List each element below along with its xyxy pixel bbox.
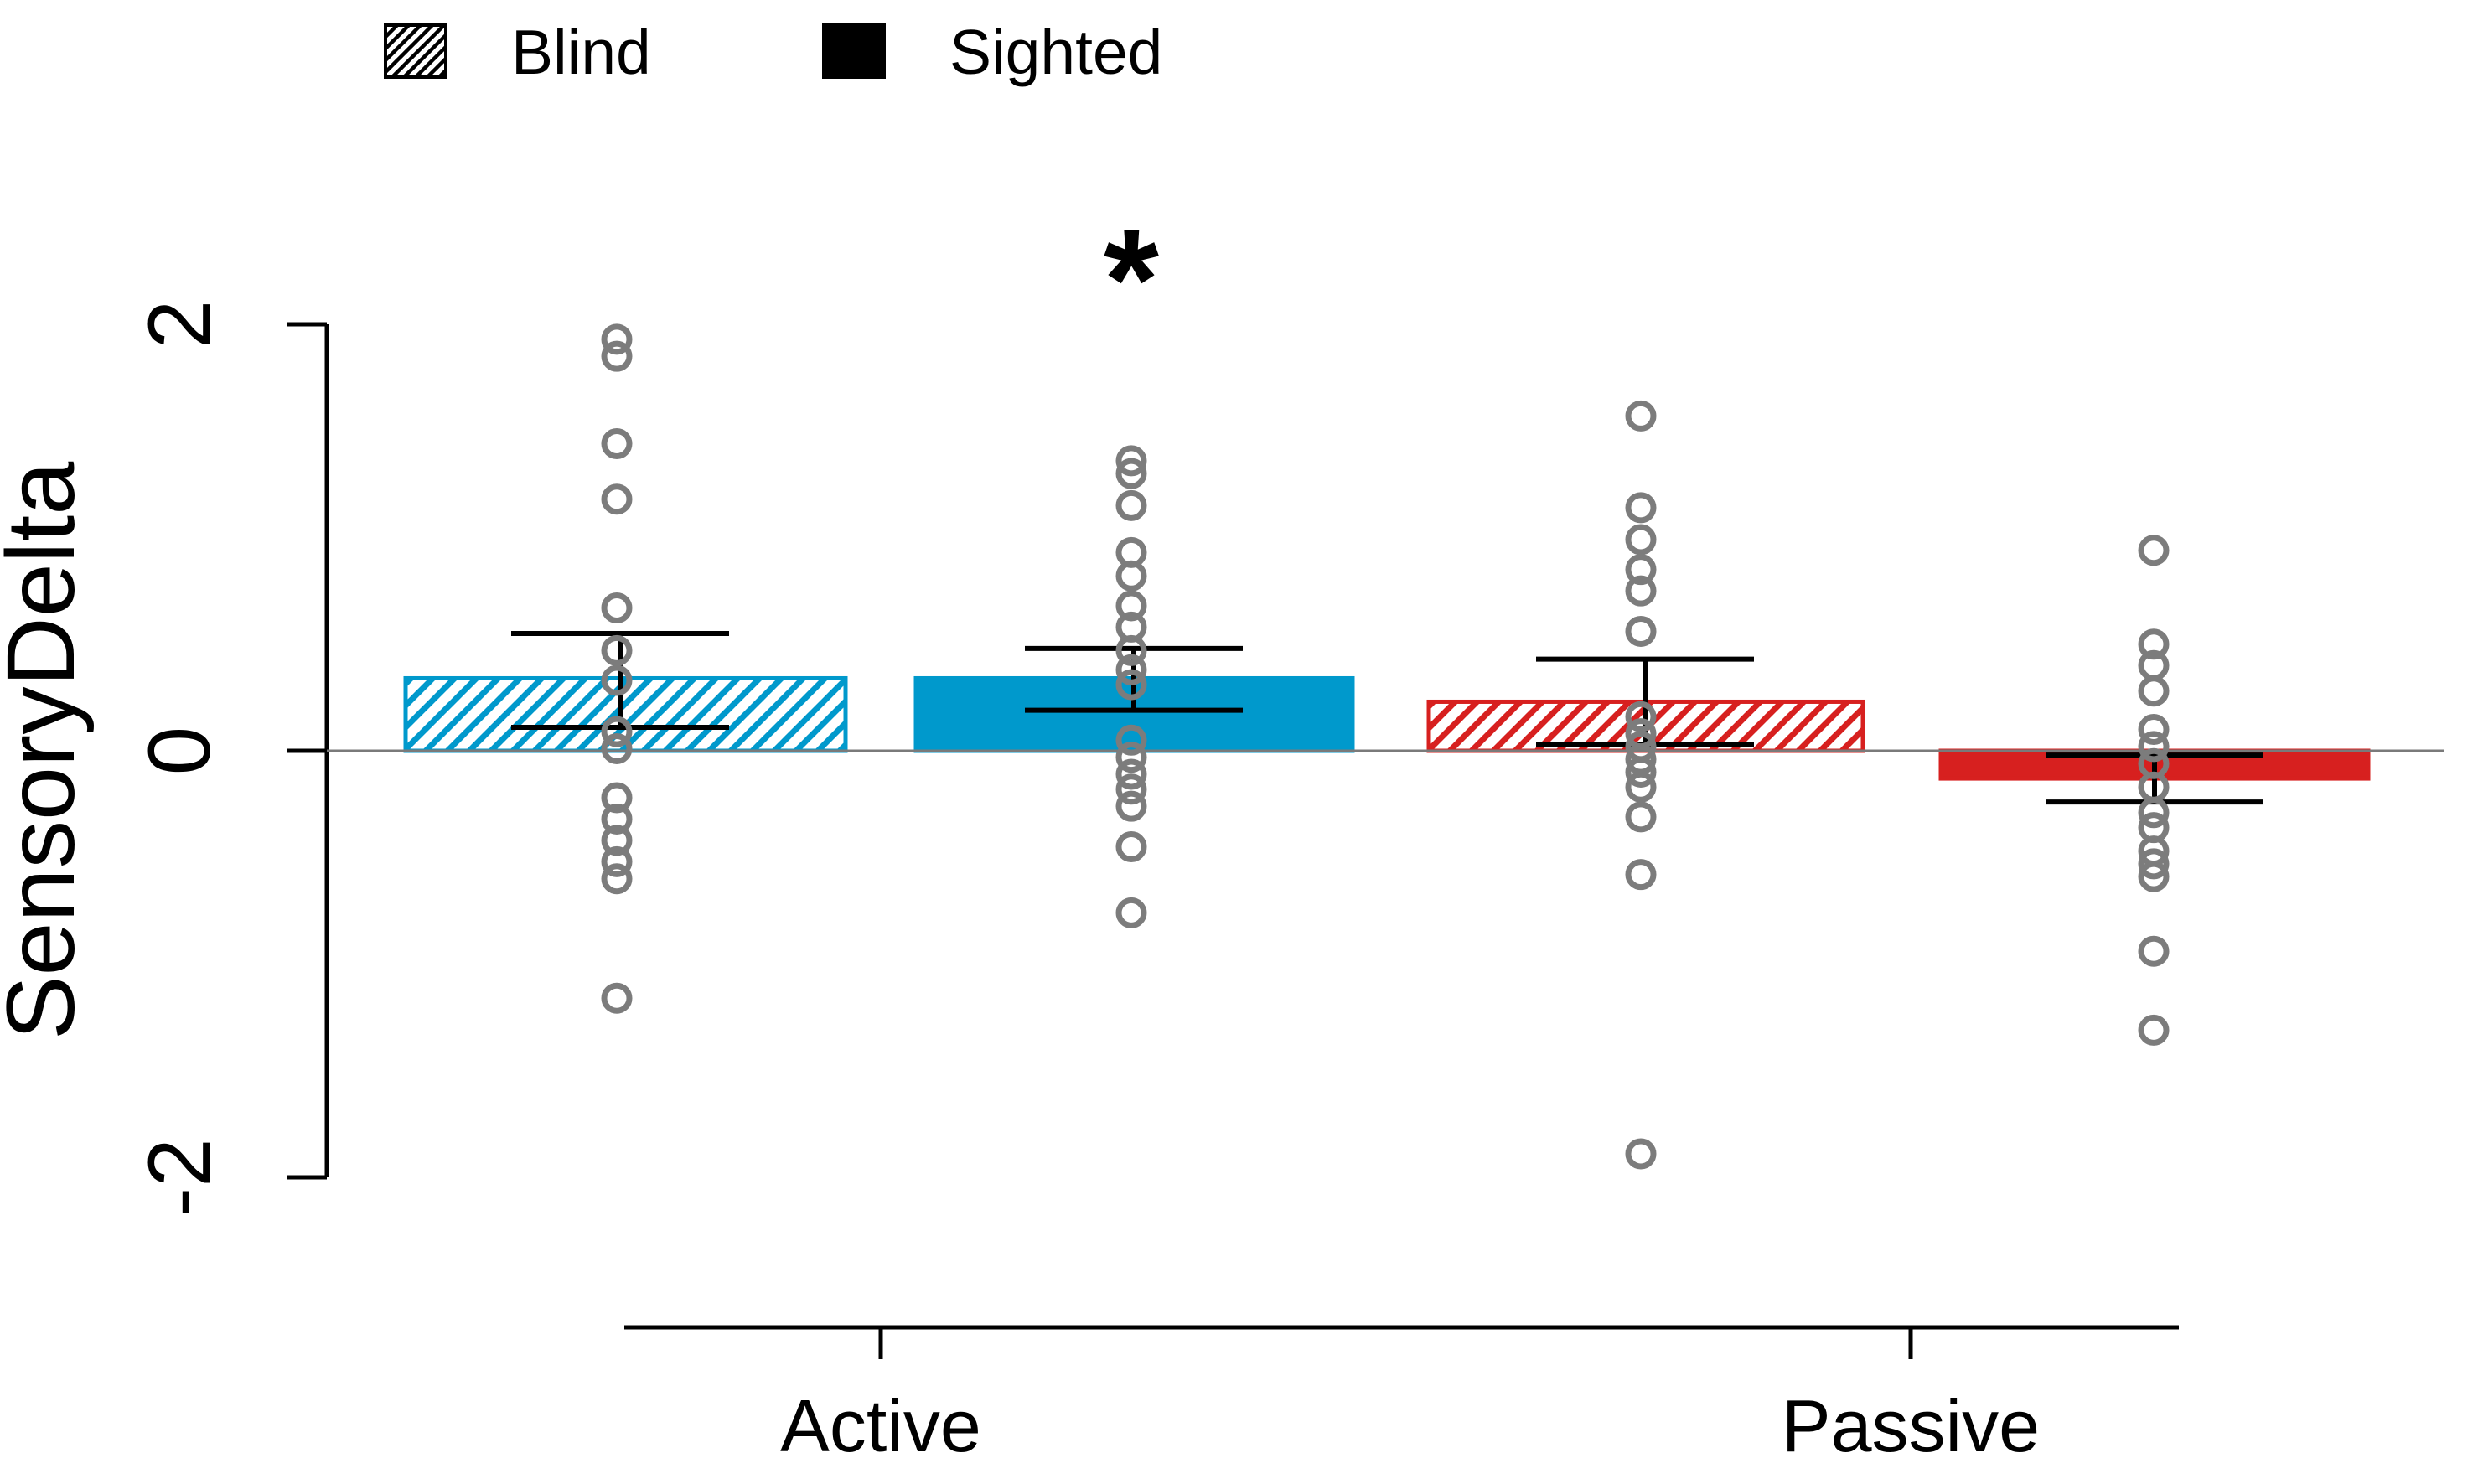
data-point — [1115, 724, 1147, 756]
data-point — [1625, 400, 1657, 432]
data-point — [1115, 590, 1147, 622]
data-point — [2138, 714, 2170, 746]
data-point — [601, 592, 633, 623]
data-point — [2138, 848, 2170, 880]
data-point — [1115, 634, 1147, 666]
data-point — [601, 340, 633, 372]
data-point — [1625, 801, 1657, 833]
data-point — [1115, 445, 1147, 477]
data-point — [1115, 790, 1147, 822]
data-point — [601, 664, 633, 696]
data-point — [1625, 615, 1657, 647]
data-point — [2138, 628, 2170, 660]
legend-swatch-blind-hatched-icon — [384, 23, 447, 79]
data-point — [601, 803, 633, 835]
data-point — [601, 428, 633, 460]
data-point — [1625, 524, 1657, 556]
significance-asterisk: * — [1104, 200, 1159, 359]
data-point — [1625, 492, 1657, 524]
data-point — [601, 982, 633, 1014]
data-point — [601, 863, 633, 895]
data-point — [2138, 935, 2170, 967]
data-point — [1115, 831, 1147, 863]
data-point — [1625, 859, 1657, 891]
y-axis: 2 0 -2 — [131, 300, 329, 1217]
legend-label-blind: Blind — [511, 17, 651, 87]
data-point — [1115, 742, 1147, 773]
error-bar-blind-active — [511, 631, 729, 731]
data-point — [601, 323, 633, 355]
data-point — [601, 845, 633, 877]
data-point — [1625, 756, 1657, 788]
data-point — [601, 716, 633, 747]
data-point — [601, 825, 633, 856]
x-axis: Active Passive — [624, 1325, 2179, 1467]
legend-swatch-sighted-solid-icon — [822, 23, 886, 79]
data-point — [1115, 758, 1147, 790]
data-point — [1625, 771, 1657, 803]
error-bars — [511, 631, 2263, 805]
data-point — [1625, 701, 1657, 732]
y-axis-title: SensoryDelta — [0, 462, 95, 1040]
data-point — [1625, 554, 1657, 586]
data-point — [1115, 654, 1147, 685]
data-points — [601, 323, 2170, 1170]
data-point — [2138, 1014, 2170, 1046]
data-point — [2138, 797, 2170, 829]
y-tick-label: 0 — [131, 726, 229, 775]
data-point — [1115, 773, 1147, 805]
data-point — [1625, 575, 1657, 607]
legend-label-sighted: Sighted — [949, 17, 1162, 87]
data-point — [601, 732, 633, 764]
x-group-label-passive: Passive — [1782, 1384, 2040, 1467]
data-point — [2138, 731, 2170, 763]
data-point — [1115, 489, 1147, 521]
data-point — [2138, 861, 2170, 892]
legend: Blind Sighted — [384, 17, 1162, 87]
data-point — [1115, 560, 1147, 592]
data-point — [601, 782, 633, 814]
data-point — [1115, 669, 1147, 701]
data-point — [1115, 458, 1147, 489]
data-point — [601, 634, 633, 666]
y-tick-label: -2 — [131, 1138, 229, 1216]
data-point — [1115, 897, 1147, 928]
data-point — [1625, 1138, 1657, 1170]
data-point — [601, 483, 633, 515]
x-group-label-active: Active — [780, 1384, 981, 1467]
data-point — [2138, 675, 2170, 707]
data-point — [2138, 535, 2170, 566]
y-tick-label: 2 — [131, 300, 229, 349]
